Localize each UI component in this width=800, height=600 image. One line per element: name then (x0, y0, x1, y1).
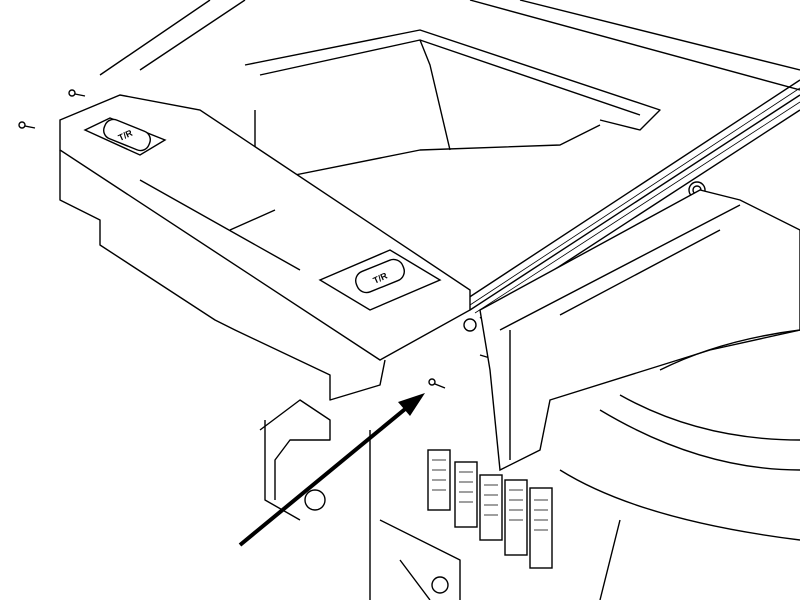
arm-housing (479, 189, 800, 600)
direction-arrow (238, 393, 425, 547)
lower-frame (259, 399, 461, 600)
connector-boards (427, 449, 553, 569)
button-left[interactable]: T/R (83, 117, 167, 156)
button-right[interactable]: T/R (318, 249, 442, 311)
